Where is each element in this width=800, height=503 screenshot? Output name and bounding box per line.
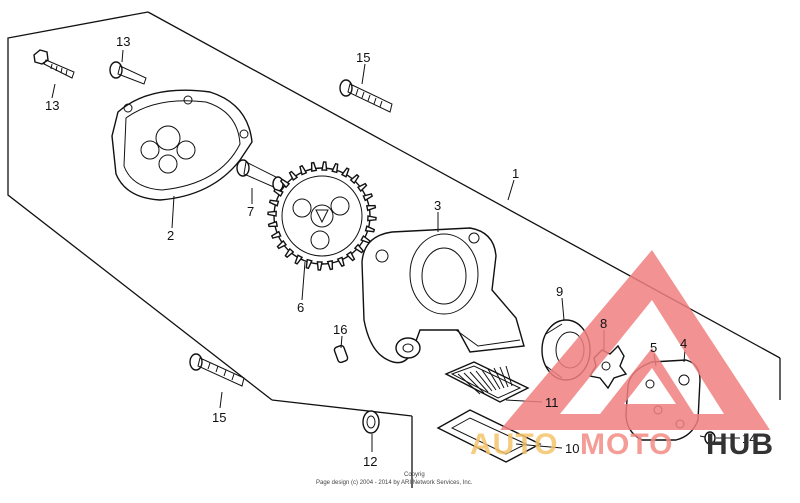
gear-tooth (316, 261, 323, 271)
callout-13-top: 13 (116, 34, 130, 49)
gear-tooth (284, 247, 295, 259)
copyright-line-1: Copyrig (404, 472, 425, 478)
callout-7: 7 (247, 204, 254, 219)
gear-tooth (273, 188, 284, 198)
pump-shaft-7 (236, 159, 284, 192)
watermark-triangle-icon (500, 250, 770, 430)
callout-15-bottom: 15 (212, 410, 226, 425)
bolt-14 (699, 431, 716, 445)
callout-5: 5 (650, 340, 657, 355)
gear-tooth (356, 182, 368, 193)
bolt-13-top (109, 61, 147, 85)
gear-tooth (267, 210, 277, 217)
gear-tooth (367, 215, 377, 222)
strainer-mesh-line (463, 372, 485, 394)
watermark-auto-text: AUTO (470, 428, 558, 461)
copyright-notice: Copyrig Page design (c) 2004 - 2014 by A… (316, 472, 473, 486)
callout-9: 9 (556, 284, 563, 299)
gear-tooth (294, 254, 304, 265)
callout-3: 3 (434, 198, 441, 213)
gear-tooth (299, 164, 308, 176)
gear-tooth (288, 170, 299, 182)
gear-tooth (268, 199, 280, 207)
callout-12: 12 (363, 454, 377, 469)
callout-6: 6 (297, 300, 304, 315)
callout-8: 8 (600, 316, 607, 331)
gear-tooth (353, 243, 365, 254)
callout-4: 4 (680, 336, 687, 351)
dowel-pin-16 (333, 344, 349, 364)
gear-tooth (305, 258, 313, 270)
copyright-line-2: Page design (c) 2004 - 2014 by ARI Netwo… (316, 480, 473, 486)
callout-1: 1 (512, 166, 519, 181)
gear-tooth (270, 230, 282, 239)
gear-tooth (362, 193, 374, 202)
strainer-mesh-line (481, 369, 497, 391)
callout-2: 2 (167, 228, 174, 243)
gear-tooth (267, 220, 279, 228)
watermark-moto-text: MOTO (580, 428, 673, 461)
gear-tooth (326, 259, 334, 271)
callout-11: 11 (545, 395, 559, 410)
callout-16: 16 (333, 322, 347, 337)
callout-15-top: 15 (356, 50, 370, 65)
gear-tooth (276, 239, 288, 250)
leader-lines (51, 49, 740, 452)
strainer-screen-11 (444, 361, 530, 403)
strainer-mesh-line (493, 367, 505, 389)
callout-13-left: 13 (45, 98, 59, 113)
pump-body-3 (361, 227, 525, 364)
gear-tooth (310, 161, 318, 173)
gear-tooth (365, 204, 377, 212)
gear-tooth (340, 167, 350, 178)
strainer-mesh-line (469, 371, 489, 393)
automotohub-watermark (500, 250, 770, 430)
watermark-text: AUTO MOTO HUB (470, 428, 774, 461)
strainer-mesh-line (499, 366, 509, 388)
washer-12 (362, 410, 380, 434)
callout-10: 10 (565, 441, 579, 456)
gear-tooth (345, 250, 356, 262)
strainer-mesh-line (487, 368, 501, 390)
gear-tooth (321, 161, 328, 171)
gear-tooth (279, 178, 291, 189)
gear-tooth (331, 162, 339, 174)
gear-tooth (349, 173, 360, 185)
callout-14: 14 (742, 431, 756, 446)
gear-tooth (336, 256, 345, 268)
strainer-mesh-line (457, 373, 481, 395)
bolt-15-top (339, 79, 393, 113)
gear-tooth (364, 225, 376, 233)
bolt-13-left (33, 49, 75, 79)
bolt-15-bottom (189, 353, 245, 387)
strainer-mesh-line (505, 365, 513, 387)
callout-labels: 13 13 15 1 2 7 3 6 16 15 12 11 10 9 8 5 … (45, 34, 756, 469)
watermark-hub-text: HUB (706, 428, 774, 461)
pump-cover-2 (111, 89, 253, 201)
gasket-10 (436, 409, 542, 463)
driven-gear-6 (267, 161, 377, 271)
strainer-mesh-line (475, 370, 493, 392)
